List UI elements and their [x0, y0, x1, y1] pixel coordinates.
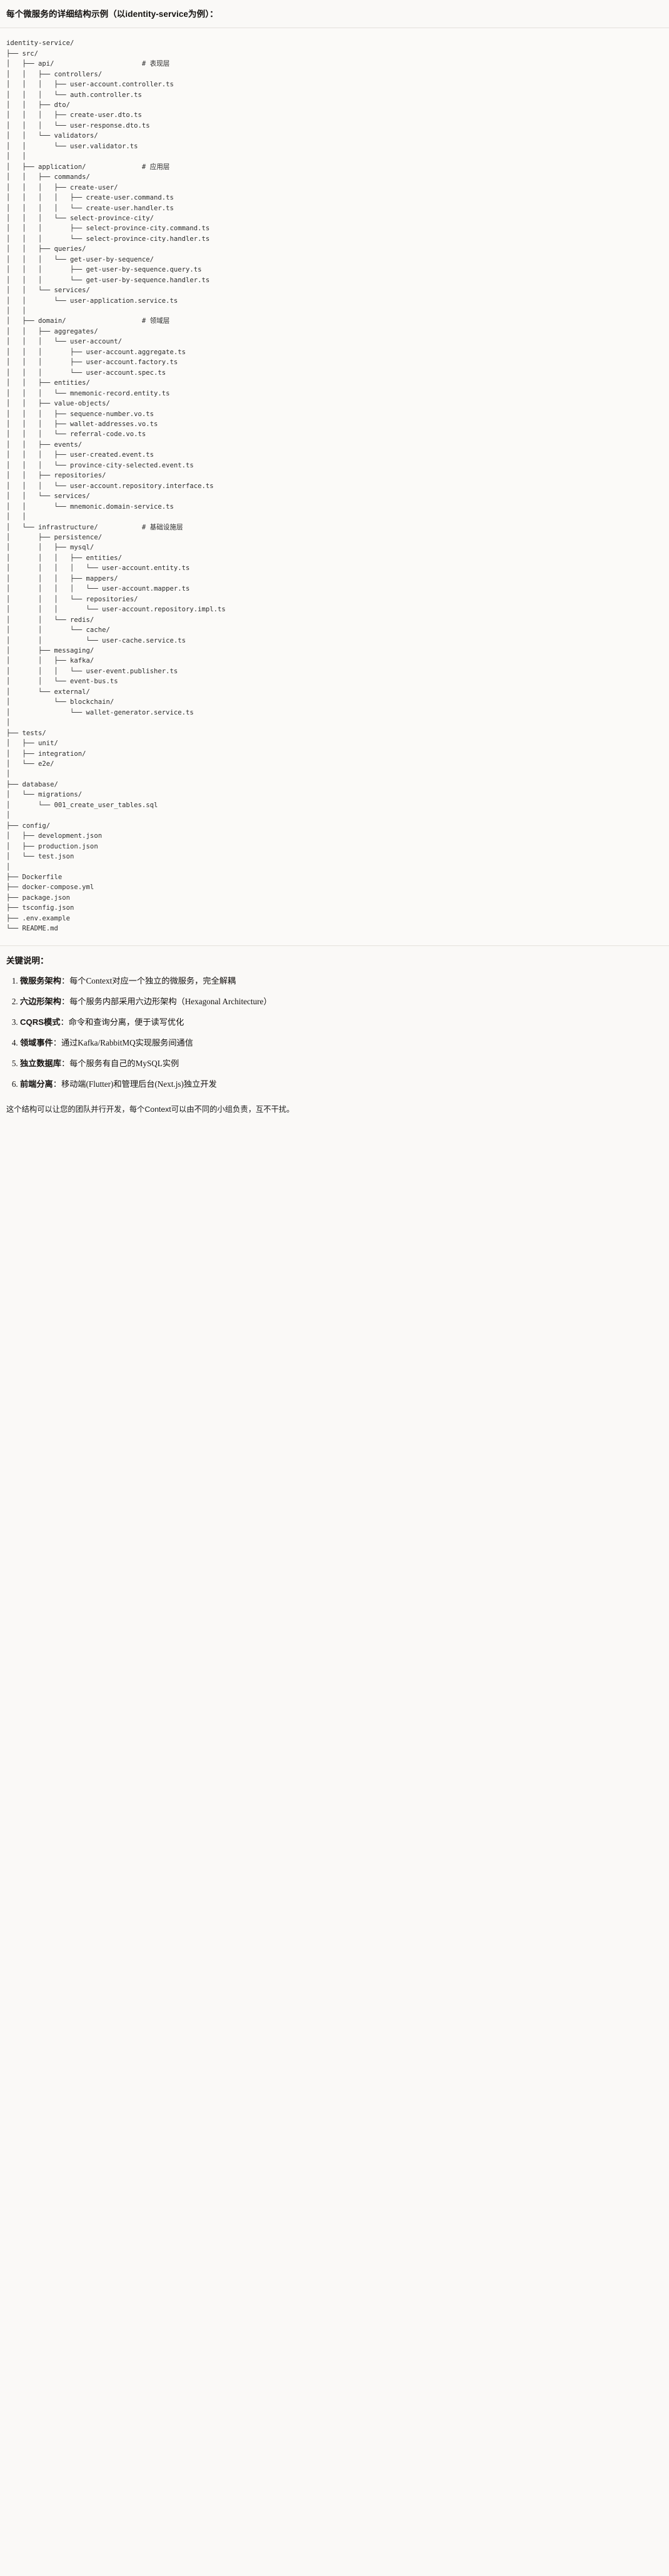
directory-tree-section: identity-service/ ├── src/ │ ├── api/ # … [0, 28, 669, 945]
note-separator: ： [61, 1058, 70, 1068]
note-key: 六边形架构 [20, 996, 61, 1006]
list-item: 领域事件：通过Kafka/RabbitMQ实现服务间通信 [20, 1037, 663, 1049]
note-value: 通过Kafka/RabbitMQ实现服务间通信 [61, 1037, 193, 1047]
note-value: 命令和查询分离，便于读写优化 [68, 1017, 184, 1027]
note-key: 微服务架构 [20, 975, 61, 985]
note-separator: ： [53, 1037, 61, 1047]
tree-divider [0, 945, 669, 946]
note-value: 每个服务有自己的MySQL实例 [69, 1058, 179, 1068]
note-separator: ： [61, 975, 70, 985]
list-item: 微服务架构：每个Context对应一个独立的微服务，完全解耦 [20, 975, 663, 987]
document-page: 每个微服务的详细结构示例（以identity-service为例）： ident… [0, 0, 669, 1124]
list-item: 六边形架构：每个服务内部采用六边形架构（Hexagonal Architectu… [20, 995, 663, 1008]
list-item: 独立数据库：每个服务有自己的MySQL实例 [20, 1057, 663, 1070]
note-key: 独立数据库 [20, 1058, 61, 1068]
note-value: 每个Context对应一个独立的微服务，完全解耦 [69, 975, 236, 985]
note-key: 前端分离 [20, 1079, 53, 1089]
closing-paragraph: 这个结构可以让您的团队并行开发，每个Context可以由不同的小组负责，互不干扰… [6, 1104, 294, 1114]
key-notes-list: 微服务架构：每个Context对应一个独立的微服务，完全解耦 六边形架构：每个服… [6, 975, 663, 1091]
header-section: 每个微服务的详细结构示例（以identity-service为例）： [0, 0, 669, 28]
note-separator: ： [60, 1017, 69, 1027]
note-key: 领域事件 [20, 1037, 53, 1047]
page-title: 每个微服务的详细结构示例（以identity-service为例）： [6, 9, 218, 19]
note-separator: ： [61, 996, 70, 1006]
note-value: 每个服务内部采用六边形架构（Hexagonal Architecture） [69, 996, 272, 1006]
directory-tree: identity-service/ ├── src/ │ ├── api/ # … [6, 39, 226, 933]
note-value: 移动端(Flutter)和管理后台(Next.js)独立开发 [61, 1079, 217, 1089]
note-key: CQRS模式 [20, 1017, 61, 1027]
list-item: 前端分离：移动端(Flutter)和管理后台(Next.js)独立开发 [20, 1078, 663, 1091]
note-separator: ： [53, 1079, 61, 1089]
list-item: CQRS模式：命令和查询分离，便于读写优化 [20, 1016, 663, 1029]
key-notes-section: 关键说明： 微服务架构：每个Context对应一个独立的微服务，完全解耦 六边形… [0, 945, 669, 1102]
key-notes-title: 关键说明： [6, 955, 49, 965]
